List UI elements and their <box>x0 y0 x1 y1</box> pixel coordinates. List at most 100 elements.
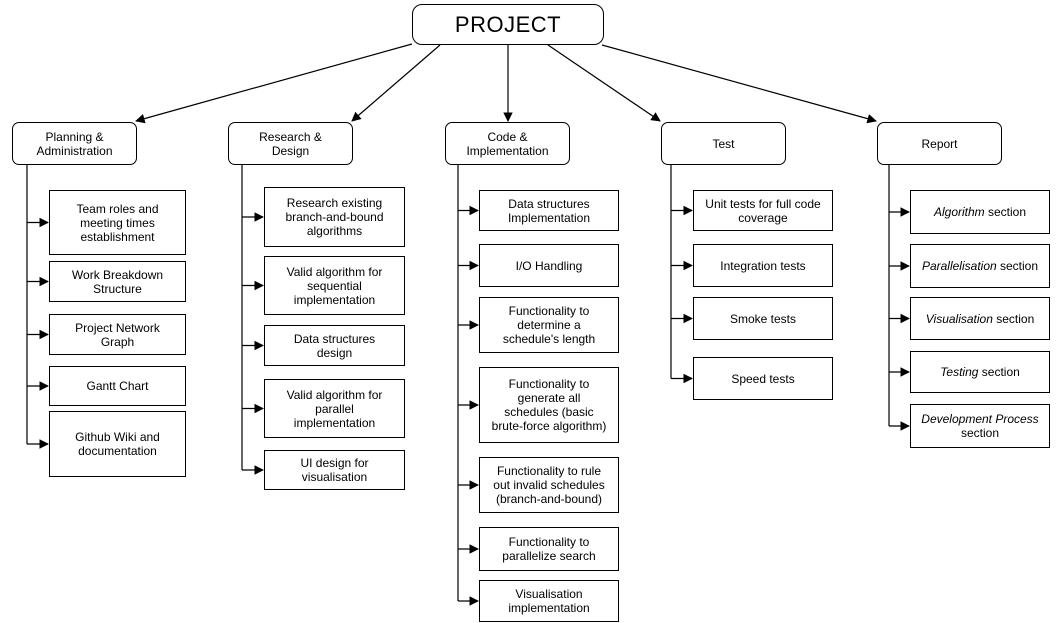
root-to-test-arrow <box>547 44 661 122</box>
task-label-line: Data structures <box>293 331 376 346</box>
task-label-line: Work Breakdown <box>71 267 164 282</box>
task-label-line: parallelize search <box>502 549 596 563</box>
task-label-line: section <box>992 311 1035 326</box>
root-to-planning-arrow <box>135 43 413 124</box>
task-label-line: Team roles and <box>76 201 159 216</box>
task-parallelisation-section-node: Parallelisation section <box>910 244 1050 288</box>
category-label-line: Implementation <box>466 143 549 158</box>
task-label-line: Visualisation <box>515 587 583 601</box>
task-gantt-node: Gantt Chart <box>49 366 186 406</box>
category-test-node: Test <box>661 122 786 165</box>
task-label-line: parallel <box>315 401 354 416</box>
root-to-report-arrow <box>601 44 877 124</box>
task-smoke-tests-label: Smoke tests <box>730 312 796 326</box>
task-label-line: out invalid schedules <box>493 478 605 492</box>
task-label-line: Project Network <box>75 320 160 335</box>
task-label-line: meeting times <box>80 215 155 230</box>
category-label-line: Report <box>921 136 958 151</box>
task-label-line: Github Wiki and <box>75 430 160 444</box>
task-label-line: documentation <box>78 444 157 458</box>
category-code-node: Code &Implementation <box>445 122 570 165</box>
task-integration-tests-label: Integration tests <box>720 259 805 273</box>
category-label-line: Administration <box>36 143 113 158</box>
category-planning-node: Planning &Administration <box>12 122 137 165</box>
task-label-line: Functionality to <box>508 377 590 391</box>
task-label-line: schedule's length <box>502 332 596 346</box>
task-label-line: UI design for <box>300 456 369 470</box>
category-label-line: Design <box>271 143 310 158</box>
task-smoke-tests-node: Smoke tests <box>693 297 833 340</box>
task-io-label: I/O Handling <box>516 259 583 273</box>
task-label-line: Functionality to <box>508 535 590 549</box>
root-to-research-arrow <box>351 44 441 122</box>
task-label-line: Gantt Chart <box>86 379 149 393</box>
task-label-line: Smoke tests <box>729 311 797 326</box>
task-testing-section-node: Testing section <box>910 351 1050 393</box>
task-label-line: Functionality to rule <box>496 464 602 478</box>
task-label-line: Implementation <box>507 210 591 225</box>
task-parallelisation-section-label: Parallelisation section <box>922 259 1038 273</box>
task-label-line: coverage <box>738 210 788 225</box>
task-label-line: (branch-and-bound) <box>495 492 603 506</box>
category-report-label: Report <box>921 137 957 151</box>
task-label-italic-part: Parallelisation <box>921 259 997 273</box>
task-label-line: brute-force algorithm) <box>491 419 607 433</box>
task-label-line: Data structures <box>508 196 590 211</box>
task-label-line: visualisation <box>301 470 368 484</box>
category-label-line: Planning & <box>45 129 104 144</box>
task-label-line: implementation <box>293 292 376 307</box>
task-label-italic-part: Testing <box>940 365 979 379</box>
task-integration-tests-node: Integration tests <box>693 244 833 287</box>
task-label-line: branch-and-bound <box>285 210 384 224</box>
category-report-node: Report <box>877 122 1002 165</box>
task-io-node: I/O Handling <box>479 244 619 287</box>
category-test-label: Test <box>712 137 734 151</box>
task-label-line: section <box>984 205 1027 219</box>
task-label-line: implementation <box>293 415 376 430</box>
task-testing-section-label: Testing section <box>940 365 1020 379</box>
task-label-line: implementation <box>508 601 590 615</box>
task-label-line: sequential <box>307 278 362 293</box>
category-research-node: Research &Design <box>228 122 353 165</box>
project-root-label: PROJECT <box>454 11 562 37</box>
task-label-line: schedules (basic <box>504 405 594 419</box>
task-label-line: Speed tests <box>731 371 795 386</box>
category-label-line: Code & <box>487 129 528 144</box>
task-label-line: generate all <box>517 391 581 405</box>
task-label-line: determine a <box>517 318 581 332</box>
task-algorithm-section-label: Algorithm section <box>934 205 1026 219</box>
task-speed-tests-label: Speed tests <box>731 372 794 386</box>
task-label-line: Functionality to <box>508 304 590 318</box>
task-label-italic-part: Development Process <box>921 412 1039 426</box>
task-gantt-label: Gantt Chart <box>86 379 148 393</box>
task-label-line: I/O Handling <box>515 258 583 273</box>
project-root-node: PROJECT <box>412 4 604 45</box>
task-label-italic-part: Algorithm <box>933 205 985 219</box>
category-research-label: Research &Design <box>259 130 322 158</box>
